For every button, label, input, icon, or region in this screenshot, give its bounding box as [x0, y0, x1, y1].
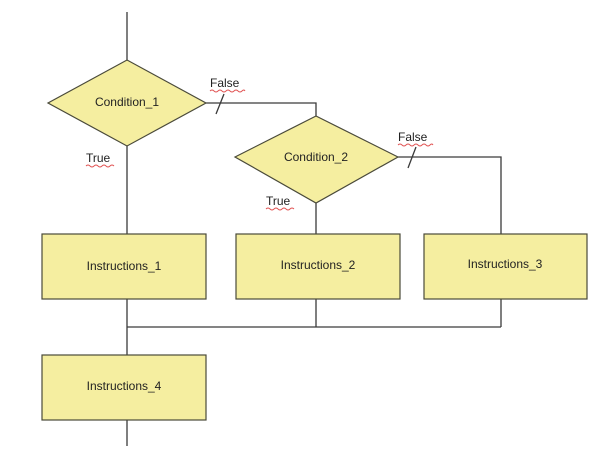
edge-label-c1-true: True — [86, 151, 111, 165]
edge-label-c2-false: False — [398, 130, 428, 144]
decision-condition-2-label: Condition_2 — [284, 150, 348, 164]
edge-c2-false-tick — [407, 146, 417, 169]
process-instructions-2-shape — [235, 233, 401, 300]
decision-condition-1-label: Condition_1 — [95, 95, 159, 109]
decision-condition-2: Condition_2 — [233, 115, 400, 204]
process-instructions-1-shape — [41, 233, 207, 300]
edge-c1-false — [206, 102, 317, 116]
process-instructions-3-label: Instructions_3 — [468, 257, 543, 271]
spellcheck-underline-c2-true — [265, 207, 295, 211]
edge-label-c2-true: True — [266, 194, 291, 208]
process-instructions-3: Instructions_3 — [423, 233, 588, 300]
spellcheck-underline-c1-true — [85, 164, 115, 168]
decision-condition-1-shape — [46, 59, 208, 147]
process-instructions-3-shape — [423, 233, 588, 300]
decision-condition-1: Condition_1 — [46, 59, 208, 147]
edge-c1-false-tick — [215, 93, 225, 115]
edge-c2-false — [398, 156, 502, 234]
decision-condition-2-shape — [233, 115, 400, 204]
spellcheck-underline-c1-false — [209, 89, 246, 93]
process-instructions-1: Instructions_1 — [41, 233, 207, 300]
process-instructions-1-label: Instructions_1 — [87, 259, 162, 273]
spellcheck-underline-c2-false — [397, 143, 434, 147]
edge-label-c1-false: False — [210, 76, 240, 90]
edge-labels: False True False True — [85, 76, 434, 211]
process-instructions-4-label: Instructions_4 — [87, 379, 162, 393]
process-instructions-4: Instructions_4 — [41, 354, 207, 421]
process-instructions-2-label: Instructions_2 — [281, 258, 356, 272]
connectors — [126, 12, 502, 446]
process-instructions-2: Instructions_2 — [235, 233, 401, 300]
process-instructions-4-shape — [41, 354, 207, 421]
